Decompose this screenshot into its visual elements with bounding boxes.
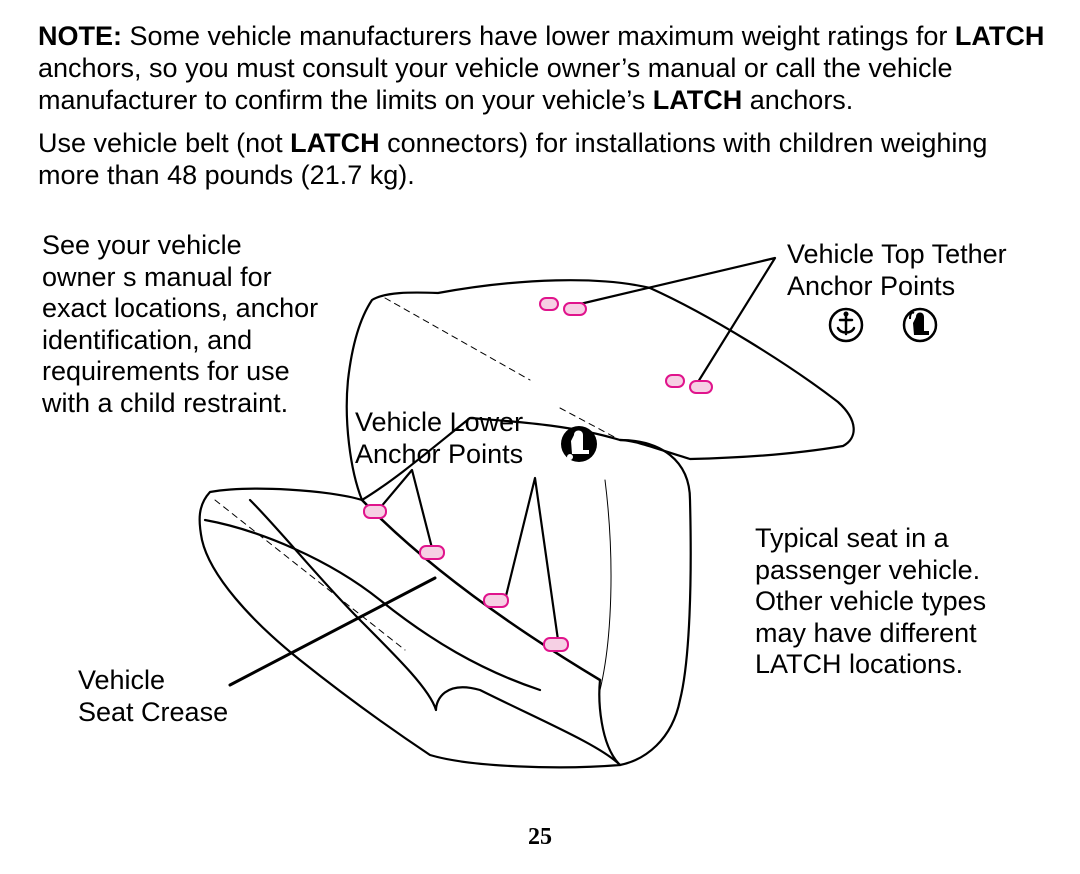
see-owner-manual-label: See your vehicle owner s manual for exac… xyxy=(42,230,319,418)
seat-cushion-edge xyxy=(203,518,542,692)
tether-leader-line xyxy=(578,256,777,384)
typical-seat-caption: Typical seat in a passenger vehicle. Oth… xyxy=(755,523,987,679)
belt-text-2: connectors) for installations with child… xyxy=(38,128,988,190)
top-tether-anchor-1 xyxy=(539,297,587,316)
lower-anchor-3 xyxy=(483,593,509,608)
page-number: 25 xyxy=(528,824,552,850)
lower-anchor-1 xyxy=(363,504,387,519)
lower-anchor-child-seat-icon xyxy=(561,426,597,462)
note-text-2: anchors, so you must consult your vehicl… xyxy=(38,53,953,115)
seat-crease-line xyxy=(360,498,602,682)
tether-anchor-icon xyxy=(828,307,864,343)
note-latch-2: LATCH xyxy=(652,85,743,115)
belt-text-1: Use vehicle belt (not xyxy=(38,128,291,158)
belt-latch: LATCH xyxy=(290,128,380,158)
lower-leader-line-1 xyxy=(378,468,434,550)
tether-child-seat-icon xyxy=(902,307,938,343)
latch-weight-note: NOTE: Some vehicle manufacturers have lo… xyxy=(38,20,1048,116)
crease-leader-line xyxy=(228,576,437,687)
note-text-3: anchors. xyxy=(742,85,854,115)
lower-anchor-4 xyxy=(543,637,569,652)
note-latch-1: LATCH xyxy=(954,21,1045,51)
note-lead: NOTE: xyxy=(38,21,122,51)
lower-anchor-2 xyxy=(419,545,445,560)
seat-crease-label: Vehicle Seat Crease xyxy=(78,665,229,727)
top-tether-anchor-label: Vehicle Top Tether Anchor Points xyxy=(787,239,1007,301)
lower-anchor-label: Vehicle Lower Anchor Points xyxy=(355,407,524,469)
lower-leader-line-2 xyxy=(503,476,560,642)
seat-back-side xyxy=(598,438,692,767)
note-text-1: Some vehicle manufacturers have lower ma… xyxy=(122,21,955,51)
top-tether-anchor-2 xyxy=(665,374,713,394)
seat-cushion xyxy=(198,487,622,769)
vehicle-belt-instruction: Use vehicle belt (not LATCH connectors) … xyxy=(38,127,1048,191)
